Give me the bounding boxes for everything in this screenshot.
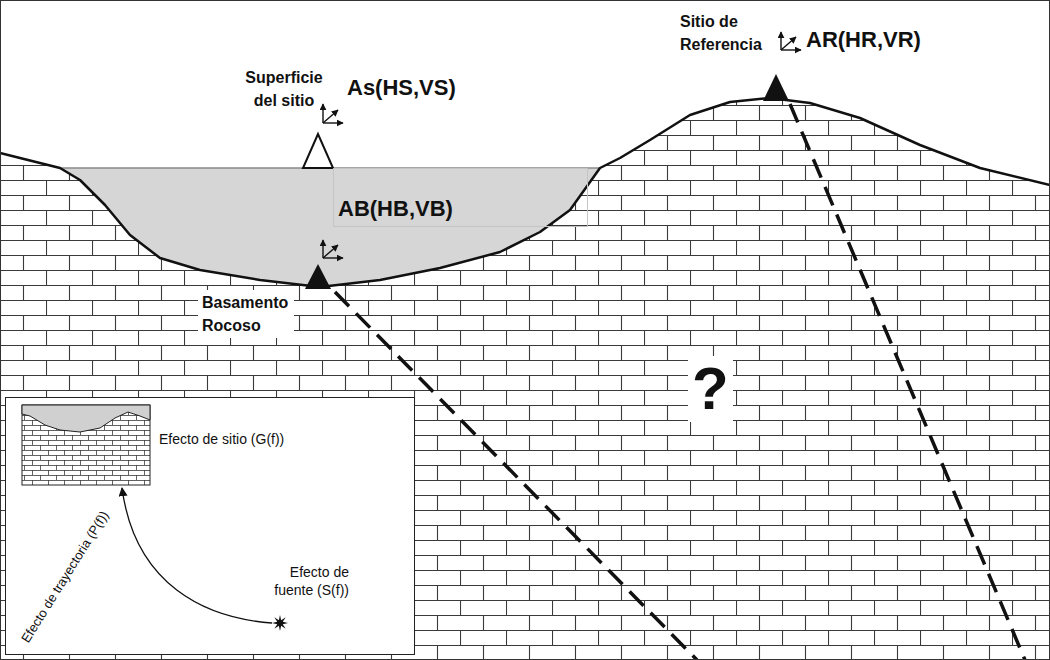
bedrock-label: Basamento Rocoso — [198, 290, 294, 338]
borehole-station — [305, 264, 331, 289]
station-label-box: AB(HB,VB) — [333, 168, 588, 227]
bedrock — [0, 98, 1050, 660]
station-amplitude-label: AB(HB,VB) — [338, 195, 453, 223]
axis-arrow — [322, 104, 323, 123]
axis-arrow — [781, 37, 796, 50]
axis-arrow — [323, 245, 338, 258]
reference-site-label: Sitio de Referencia — [680, 10, 770, 56]
source-effect-label: Efecto de fuente (S(f)) — [249, 563, 349, 599]
inset-ground — [5, 397, 415, 655]
axis-arrow — [780, 32, 781, 50]
inset-panel: Efecto de sitio (G(f)) Efecto de trayecto… — [5, 397, 415, 655]
surface-station — [303, 134, 333, 168]
station-amplitude-label: AR(HR,VR) — [806, 26, 921, 54]
axis-arrow — [322, 240, 323, 258]
axis-arrow — [323, 122, 343, 123]
site-effect-label: Efecto de sitio (G(f)) — [159, 430, 284, 448]
path-effect-label: Efecto de trayectoria (P(f)) — [18, 508, 112, 646]
axis-arrow — [323, 110, 338, 123]
sediment-fill — [60, 168, 600, 287]
site-icon — [22, 405, 150, 485]
site-surface-label: Superficie del sitio — [238, 66, 330, 112]
ray-path — [790, 104, 1025, 660]
reference-station — [763, 74, 789, 101]
site-icon-sediment — [22, 405, 150, 432]
axis-arrow — [323, 257, 343, 258]
source-star — [272, 615, 288, 631]
rock-profile — [0, 98, 1050, 287]
station-amplitude-label: As(HS,VS) — [347, 74, 456, 102]
axis-arrow — [781, 49, 801, 50]
path-arrow — [122, 488, 272, 623]
unknown-mark: ? — [688, 356, 733, 422]
